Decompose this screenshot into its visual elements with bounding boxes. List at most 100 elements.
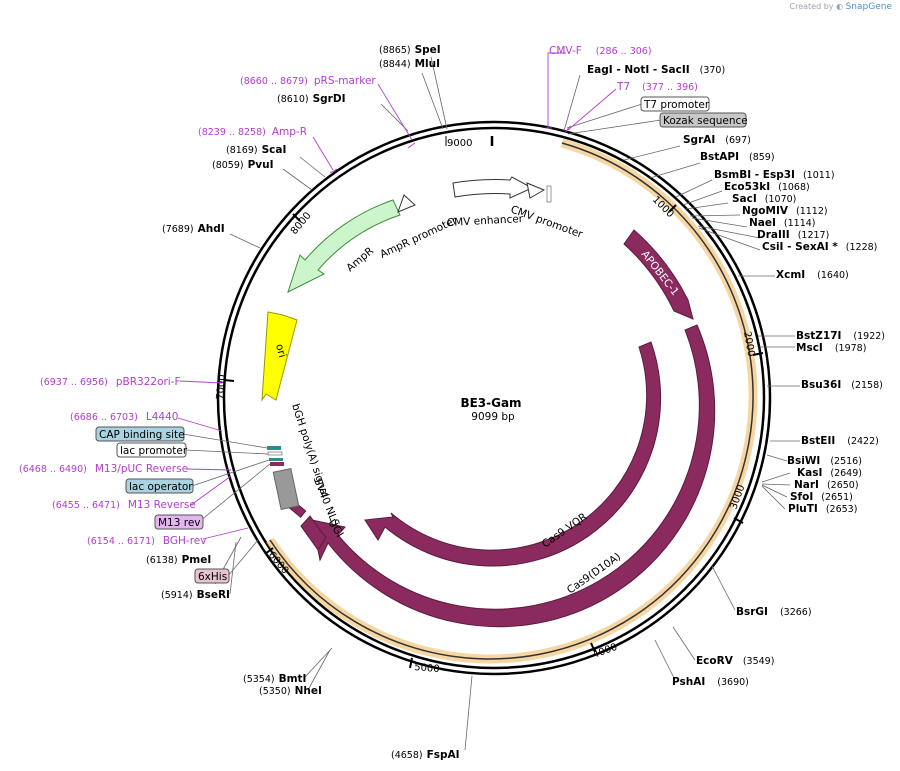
site-scai[interactable]: (8169)ScaI [226,144,286,156]
site-bstz17i[interactable]: BstZ17I(1922) [796,330,885,342]
site-sgrai[interactable]: SgrAI(697) [683,134,751,146]
site-eagi-pos: (370) [700,65,726,76]
boxed-labels: T7 promoter Kozak sequence CAP binding s… [95,96,748,584]
site-sgrdi[interactable]: (8610)SgrDI [277,93,345,105]
primer-m13-puc-reverse[interactable]: (6468 .. 6490)M13/pUC Reverse [19,463,188,475]
feature-cmv-enhancer[interactable]: CMV enhancer [447,176,534,229]
site-pvui[interactable]: (8059)PvuI [212,159,274,171]
site-fspai-pos: (4658) [391,750,423,761]
backbone [216,120,772,676]
ugi-arrow[interactable] [300,515,327,551]
box-lac-operator[interactable]: lac operator [125,478,194,494]
site-ahdi-pos: (7689) [162,224,194,235]
plasmid-name: BE3-Gam [460,396,521,410]
site-bseri[interactable]: (5914)BseRI [161,589,230,601]
site-mlui[interactable]: (8844)MluI [379,58,440,70]
apobec1-arrow[interactable] [623,229,694,320]
site-kasi[interactable]: KasI (2649) [797,467,862,479]
site-msci[interactable]: MscI(1978) [796,342,866,354]
feature-cas9-vqr[interactable]: Cas9 VQR [364,341,662,567]
site-eco53ki-pos: (1068) [778,182,810,193]
bgh-polya-box[interactable] [272,467,300,511]
tick-8000 [292,213,301,222]
site-naei[interactable]: NaeI(1114) [749,217,816,229]
site-bsu36i[interactable]: Bsu36I(2158) [801,379,883,391]
site-kasi-pos: (2649) [830,468,862,479]
site-bstapi-name: BstAPI [700,151,739,163]
primer-pbr322ori-f[interactable]: (6937 .. 6956)pBR322ori-F [40,376,181,388]
tick-label-2000: 2000 [741,331,756,358]
primer-t7[interactable]: T7(377 .. 396) [616,81,698,93]
lac-promoter-mark [267,451,283,456]
primer-prs-marker[interactable]: (8660 .. 8679)pRS-marker [240,75,376,87]
site-pmei[interactable]: (6138)PmeI [146,554,211,566]
site-pluti[interactable]: PluTI(2653) [788,503,857,515]
site-naei-name: NaeI [749,217,776,229]
boxed-label-leaders [182,103,662,577]
site-eco53ki[interactable]: Eco53kI(1068) [724,181,810,193]
site-xcmi-pos: (1640) [817,270,849,281]
primer-m13-reverse[interactable]: (6455 .. 6471)M13 Reverse [52,499,196,511]
site-sfoi-name: SfoI [790,491,813,503]
site-fspai-name: FspAI [427,749,460,761]
site-saci[interactable]: SacI(1070) [732,193,796,205]
site-xcmi-name: XcmI [776,269,805,281]
site-bsrgi[interactable]: BsrGI(3266) [736,606,812,618]
site-ahdi-name: AhdI [198,223,225,235]
cap-site-mark [267,446,281,450]
site-ahdi[interactable]: (7689) AhdI [162,223,225,235]
ampr-arrow[interactable] [287,199,401,293]
box-m13-rev[interactable]: M13 rev [154,514,204,530]
box-kozak[interactable]: Kozak sequence [659,112,748,128]
site-pshai[interactable]: PshAI(3690) [672,676,749,688]
ampr-promoter-arrow[interactable] [397,194,416,213]
primer-t7-name: T7 [616,81,630,93]
tick-label-5000: 5000 [414,662,440,675]
primer-cmv-f[interactable]: CMV-F(286 .. 306) [549,45,652,57]
site-eagi-noti-sacii[interactable]: EagI - NotI - SacII(370) [587,64,725,76]
site-bsteii-pos: (2422) [847,436,879,447]
site-bsiwi[interactable]: BsiWI(2516) [787,455,862,467]
m13rev-mark [270,462,284,466]
site-sfoi[interactable]: SfoI(2651) [790,491,853,503]
site-kasi-name: KasI [797,467,822,479]
site-nhei-pos: (5350) [259,686,291,697]
box-lac-promoter[interactable]: lac promoter [116,442,188,458]
feature-ori[interactable]: ori [261,311,298,402]
site-bsteii[interactable]: BstEII(2422) [801,435,879,447]
ori-arrow[interactable] [261,311,298,402]
box-m13-rev-bg [154,514,204,530]
site-nhei[interactable]: (5350)NheI [259,685,322,697]
site-bstapi-pos: (859) [749,152,775,163]
feature-apobec1[interactable]: APOBEC-1 [623,229,694,320]
ori-label: ori [273,343,288,359]
cas9-vqr-arrow[interactable] [364,341,662,567]
cmv-promoter-arrow[interactable] [526,182,546,199]
box-6xhis[interactable]: 6xHis [194,568,230,584]
primer-bgh-rev-pos: (6154 .. 6171) [87,536,155,547]
primer-amp-r[interactable]: (8239 .. 8258)Amp-R [198,126,307,138]
box-cap-binding-site[interactable]: CAP binding site [95,426,185,442]
site-bstapi[interactable]: BstAPI (859) [700,151,775,163]
site-csii-sexai[interactable]: CsiI - SexAI *(1228) [762,241,877,253]
site-ngomiv[interactable]: NgoMIV(1112) [742,205,828,217]
site-xcmi[interactable]: XcmI (1640) [776,269,849,281]
primer-l4440[interactable]: (6686 .. 6703)L4440 [70,411,178,423]
primer-m13-puc-pos: (6468 .. 6490) [19,464,87,475]
feature-bgh-polya[interactable]: bGH poly(A) signal [272,402,331,511]
site-fspai[interactable]: (4658) FspAI [391,749,460,761]
cmv-enhancer-arrow[interactable] [452,176,534,199]
primer-bgh-rev[interactable]: (6154 .. 6171)BGH-rev [87,535,206,547]
site-bmti[interactable]: (5354)BmtI [243,673,306,685]
box-m13-rev-label: M13 rev [158,517,201,529]
box-6xhis-bg [194,568,230,584]
site-nari[interactable]: NarI(2650) [794,479,859,491]
site-draiii[interactable]: DraIII(1217) [757,229,829,241]
primer-prs-marker-name: pRS-marker [314,75,377,87]
box-t7-promoter[interactable]: T7 promoter [640,96,710,112]
site-leaders [214,56,800,751]
site-bsmbi[interactable]: BsmBI - Esp3I(1011) [714,169,835,181]
tick-7000 [223,379,235,382]
site-spei[interactable]: (8865)SpeI [379,44,441,56]
site-ecorv[interactable]: EcoRV(3549) [696,655,774,667]
